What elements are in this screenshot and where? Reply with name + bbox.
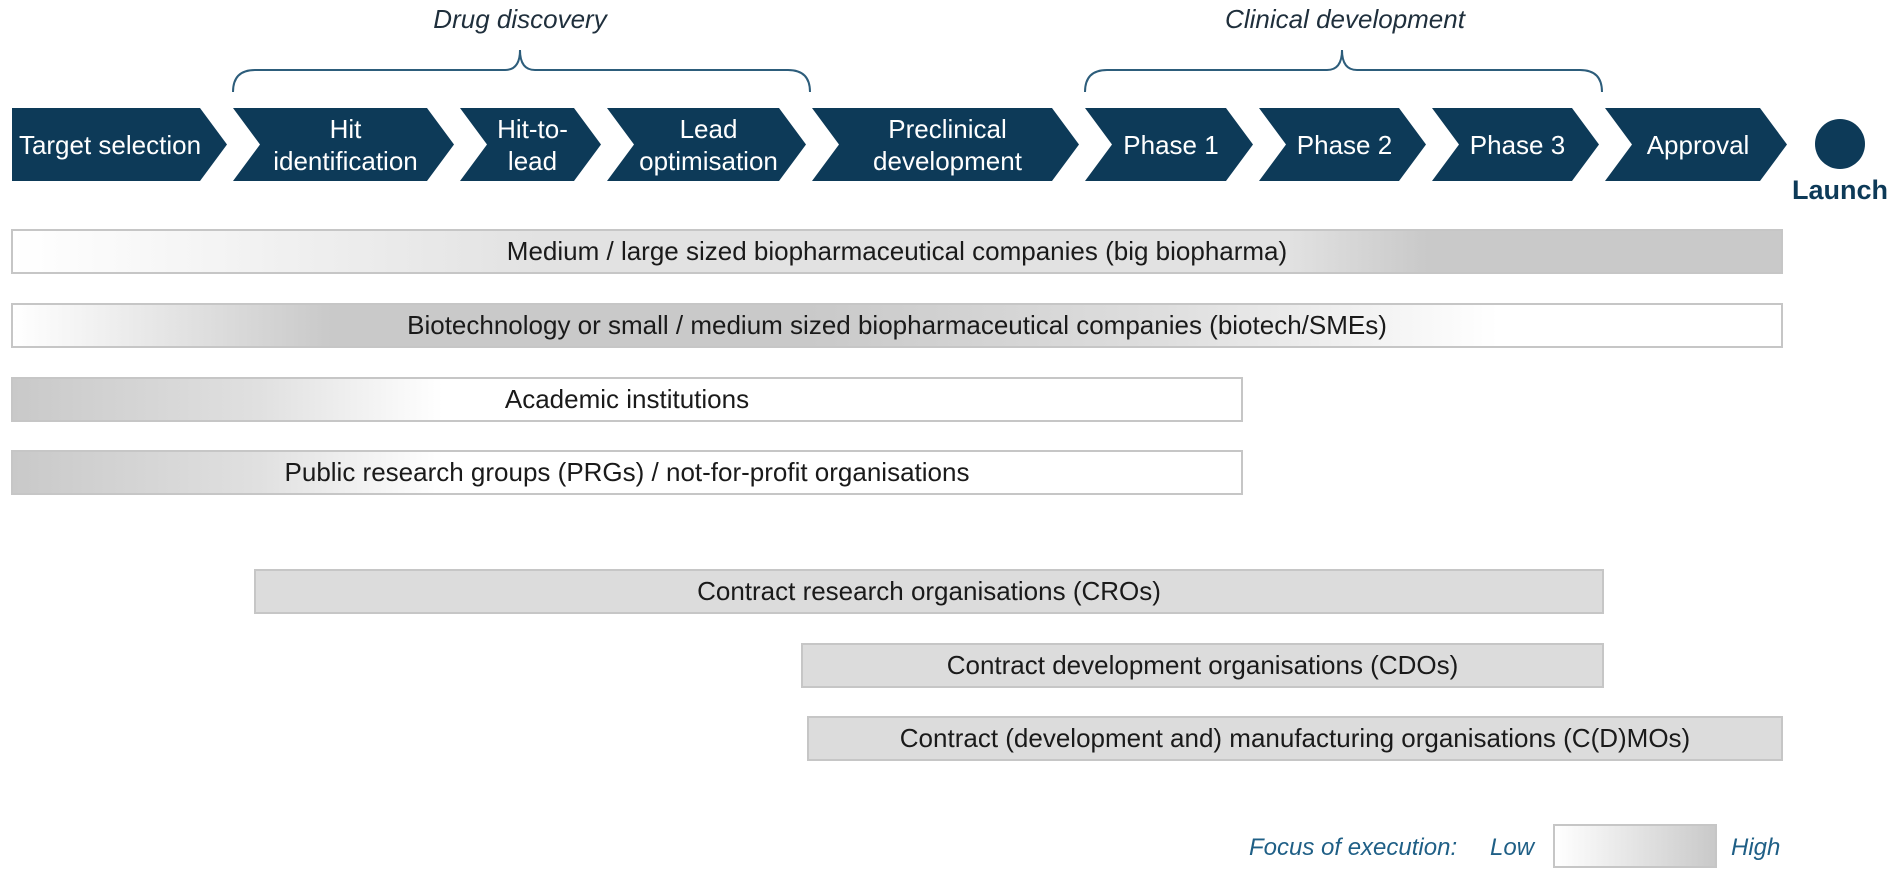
stage-arrow-preclinical-development xyxy=(812,108,1079,181)
stage-arrows xyxy=(12,108,1787,181)
legend-high-label: High xyxy=(1731,834,1781,861)
group-title-clinical-development: Clinical development xyxy=(1225,4,1465,34)
stage-arrow-phase-2 xyxy=(1259,108,1426,181)
org-bar-academic-institutions: Academic institutions xyxy=(11,377,1243,422)
org-bar-cdmos: Contract (development and) manufacturing… xyxy=(807,716,1783,761)
bracket-clinical-development xyxy=(1084,49,1603,93)
stage-arrow-lead-optimisation xyxy=(607,108,806,181)
group-brackets xyxy=(232,49,1603,93)
launch-label: Launch xyxy=(1792,175,1889,205)
stage-arrow-target-selection xyxy=(12,108,227,181)
stage-arrow-hit-to-lead xyxy=(460,108,601,181)
legend-gradient-swatch xyxy=(1553,824,1717,868)
org-bar-cdos: Contract development organisations (CDOs… xyxy=(801,643,1604,688)
legend-low-label: Low xyxy=(1490,834,1535,861)
stage-arrow-hit-identification xyxy=(233,108,454,181)
group-title-drug-discovery: Drug discovery xyxy=(433,4,607,34)
launch-circle-icon xyxy=(1815,119,1865,169)
stage-arrow-approval xyxy=(1605,108,1787,181)
org-bar-biotech-smes: Biotechnology or small / medium sized bi… xyxy=(11,303,1783,348)
legend-title: Focus of execution: xyxy=(1249,834,1458,861)
stage-arrow-phase-3 xyxy=(1432,108,1599,181)
bracket-drug-discovery xyxy=(232,49,811,93)
org-bar-big-biopharma: Medium / large sized biopharmaceutical c… xyxy=(11,229,1783,274)
org-bar-public-research-groups: Public research groups (PRGs) / not-for-… xyxy=(11,450,1243,495)
org-bar-cros: Contract research organisations (CROs) xyxy=(254,569,1604,614)
launch-marker xyxy=(1815,119,1865,169)
stage-arrow-phase-1 xyxy=(1085,108,1253,181)
